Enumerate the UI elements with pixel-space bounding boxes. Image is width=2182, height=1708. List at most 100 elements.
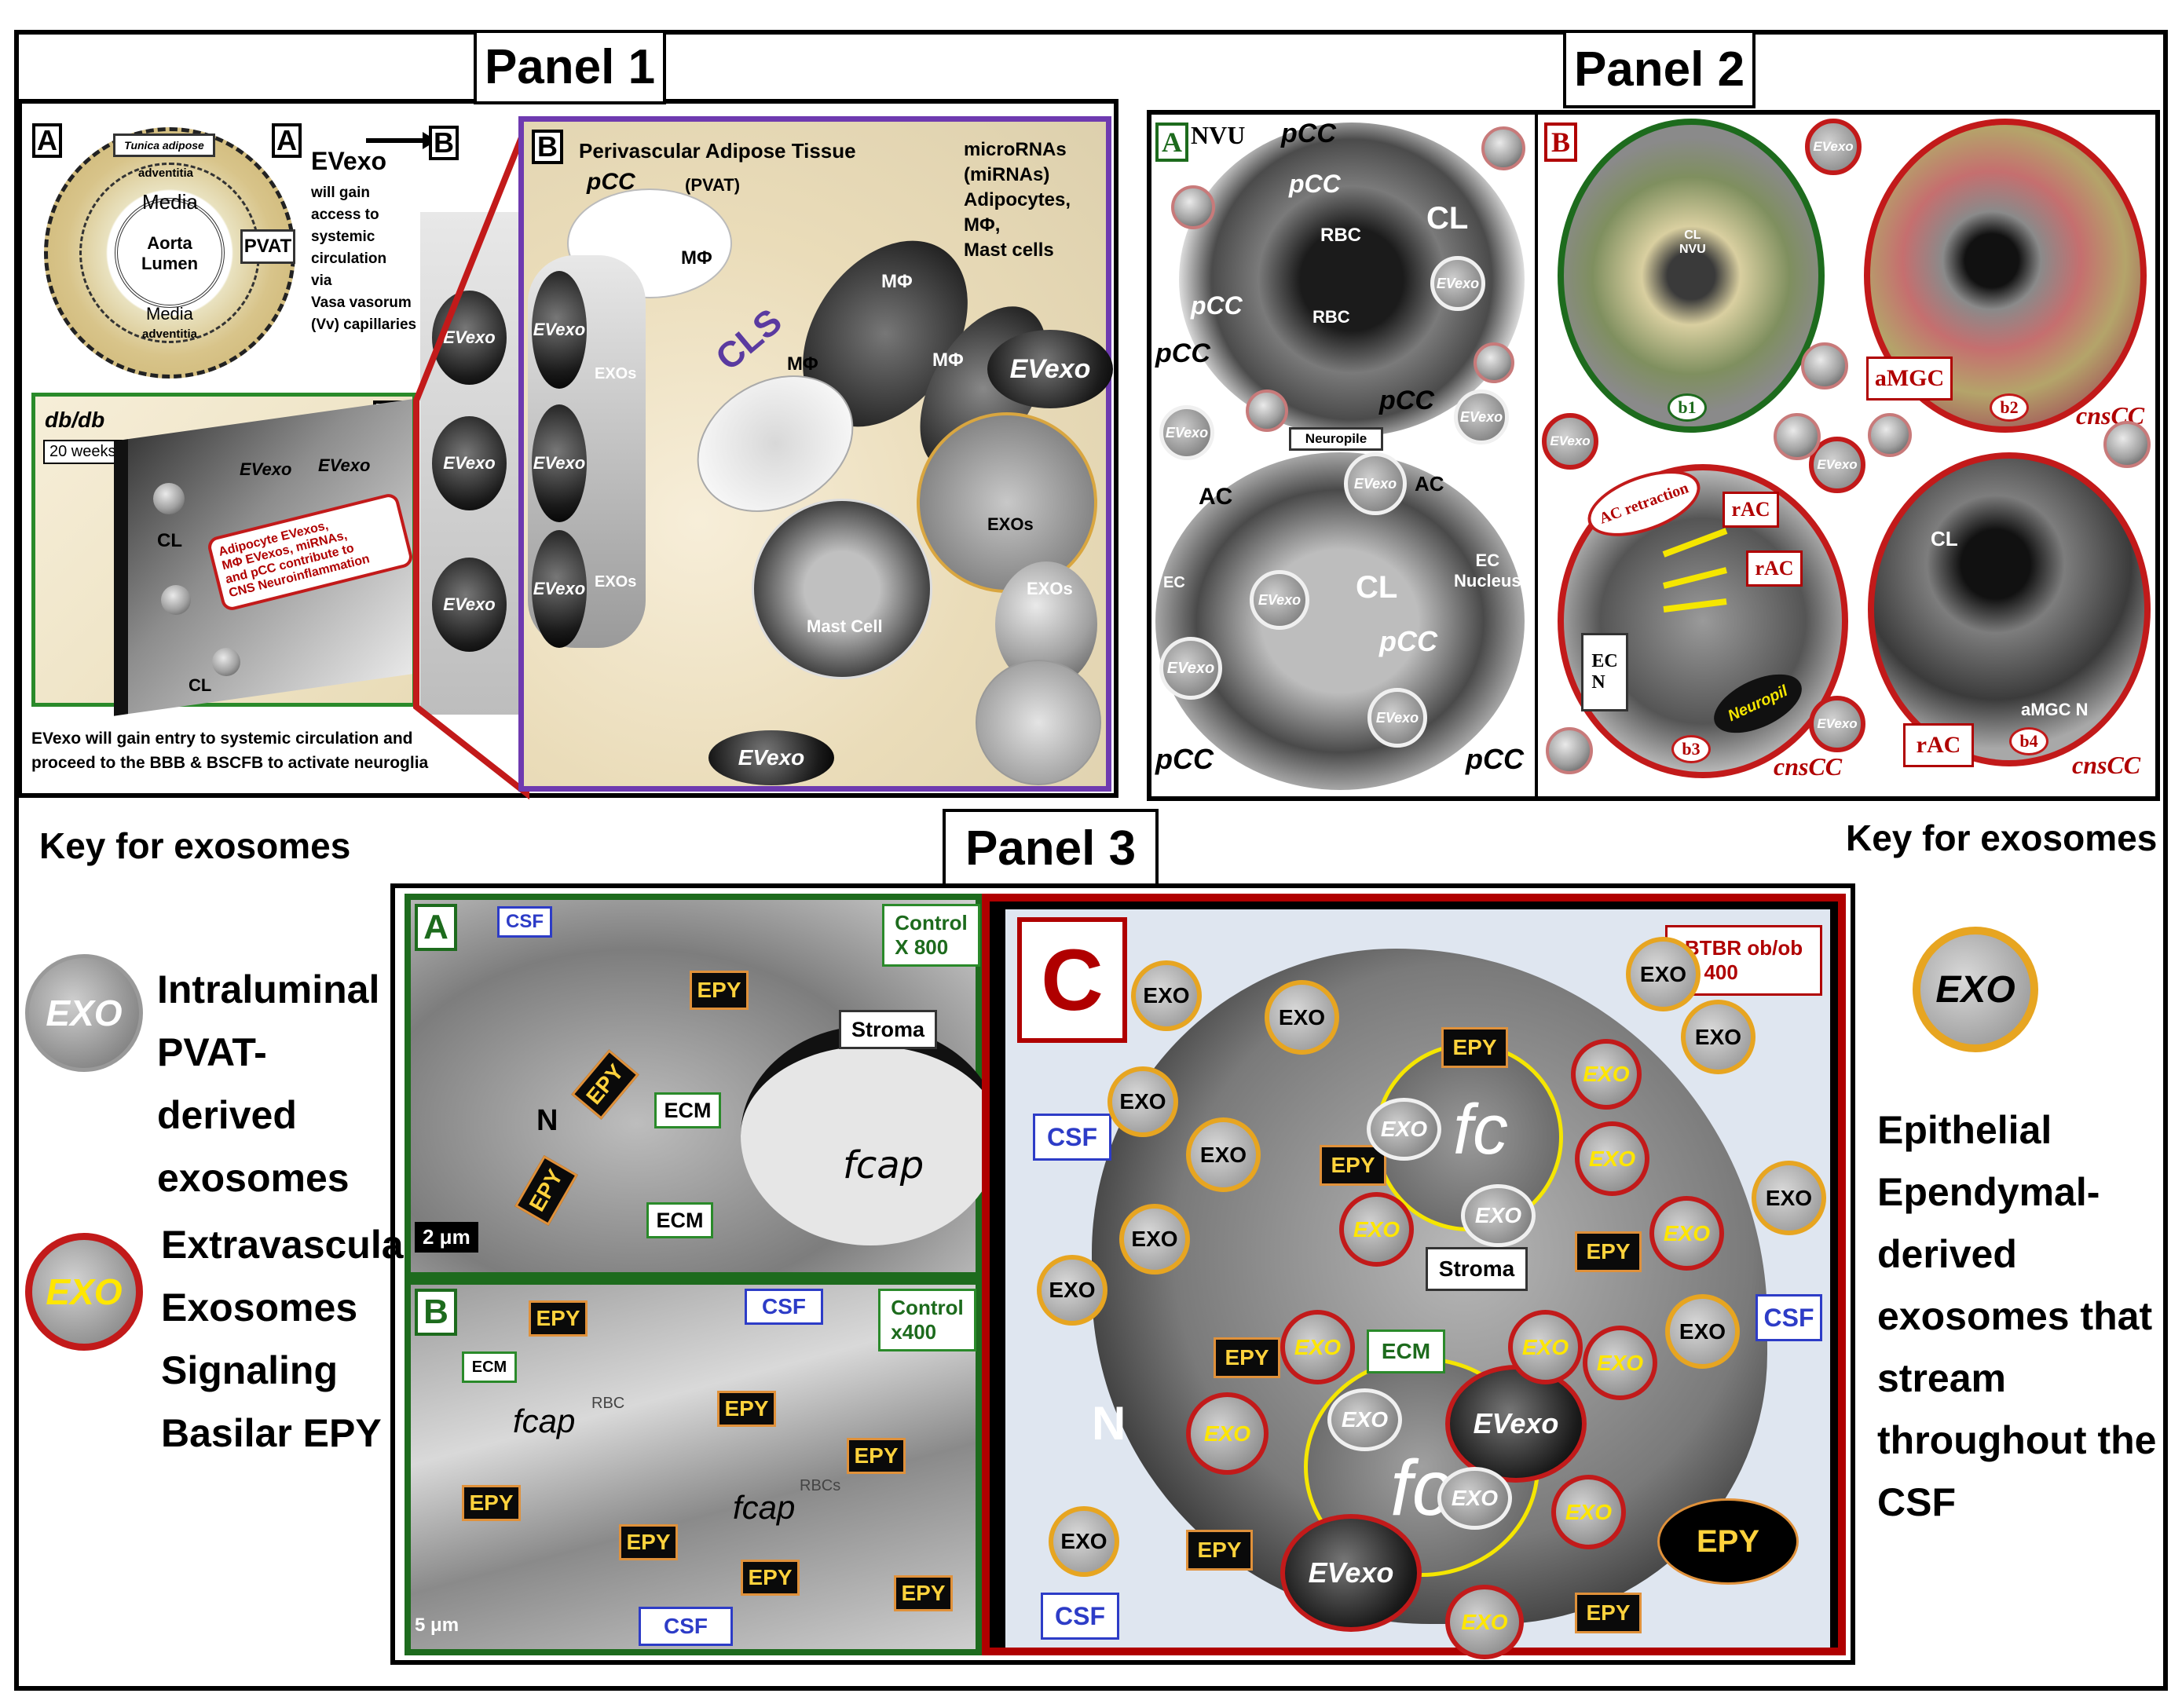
- b-csf-top: CSF: [745, 1289, 823, 1325]
- panel2-B-letter: B: [1544, 123, 1577, 162]
- c-exo-white-4: EXO: [1437, 1467, 1512, 1530]
- b3-circle: [1558, 464, 1848, 778]
- a-cl2: CL: [1356, 570, 1398, 605]
- cls-label: CLS: [708, 300, 789, 379]
- b1-cl-nvu: CL NVU: [1679, 229, 1706, 256]
- c-exo-gold-5: EXO: [1626, 937, 1701, 1011]
- a-exo-ball-2: [1481, 126, 1525, 170]
- a-ac2: AC: [1415, 472, 1444, 496]
- a-pcc-mid: pCC: [1379, 386, 1434, 415]
- a-rbc1: RBC: [1320, 225, 1361, 246]
- b-mo1: MΦ: [681, 247, 712, 269]
- b2-amgc: aMGC: [1866, 357, 1953, 400]
- c-epy-5: EPY: [1186, 1530, 1253, 1571]
- c-exo-red-1: EXO: [1571, 1039, 1642, 1110]
- panel1-title: Panel 1: [474, 30, 666, 104]
- key-exo-gold: EXO: [1913, 927, 2038, 1052]
- evexo-strip: EVexo EVexo EVexo: [420, 212, 518, 715]
- c-exo-red-7: EXO: [1583, 1326, 1657, 1400]
- c-csf-1: CSF: [1033, 1114, 1111, 1161]
- panel2-A-region: A NVU pCC pCC CL RBC RBC pCC pCC pCC EVe…: [1151, 115, 1532, 796]
- b-fcap-1: fcap: [513, 1403, 576, 1439]
- b-evexo-1: EVexo: [1805, 119, 1862, 175]
- c-evexo2: EVexo: [318, 455, 371, 475]
- b3-label: b3: [1671, 735, 1711, 763]
- arrow-B-letter: B: [429, 126, 459, 160]
- b-col-evexo-2: EVexo: [532, 404, 587, 522]
- panel1-A-letter: A: [32, 123, 62, 158]
- b3-ec-n: EC N: [1581, 633, 1628, 711]
- c-exo-gold-11: EXO: [1049, 1506, 1119, 1577]
- b-epy-6: EPY: [741, 1560, 800, 1596]
- a-rbc2: RBC: [1312, 307, 1350, 327]
- a-evexo-2: EVexo: [1159, 405, 1214, 460]
- c-n: N: [1092, 1397, 1126, 1450]
- a-exo-ball-1: [1171, 185, 1215, 229]
- access-text: will gain access to systemic circulation…: [311, 185, 417, 333]
- key-left-title: Key for exosomes: [39, 825, 351, 866]
- b-epy-4: EPY: [462, 1485, 521, 1521]
- b-epy-7: EPY: [894, 1575, 953, 1611]
- adventitia-label: adventitia: [138, 166, 194, 180]
- zoom-lines: [413, 124, 529, 800]
- b-evexo-3: EVexo: [1809, 437, 1865, 493]
- panel3-frame: [390, 883, 1855, 1665]
- a-evexo-7: EVexo: [1367, 688, 1427, 748]
- c-exo-gold-10: EXO: [1665, 1294, 1740, 1369]
- neuropile-label: Neuropile: [1289, 427, 1383, 451]
- key1-text: Intraluminal PVAT-derived exosomes: [157, 967, 380, 1200]
- nvu-label: NVU: [1191, 121, 1246, 149]
- a-evexo-5: EVexo: [1250, 570, 1309, 630]
- a-ec-small: EC: [1163, 574, 1185, 591]
- b-fcap-2: fcap: [733, 1489, 796, 1526]
- b-epy-3: EPY: [847, 1438, 906, 1474]
- panel3-B-region: B CSF Control x400 EPY ECM EPY EPY EPY E…: [405, 1278, 982, 1655]
- weeks-label: 20 weeks: [43, 440, 123, 464]
- panel3-C-region: fc fc C BTBR ob/ob X 400 CSF CSF CSF EPY…: [982, 894, 1846, 1659]
- b-epy-2: EPY: [717, 1391, 776, 1427]
- strip-evexo-2: EVexo: [432, 416, 507, 510]
- b-exo-ball-5: [1546, 727, 1593, 774]
- fcap-lumen: [741, 1026, 1000, 1245]
- c-exo-gold-2: EXO: [1265, 980, 1339, 1055]
- pvat-title: Perivascular Adipose Tissue: [579, 139, 856, 163]
- a-pcc-low: pCC: [1379, 625, 1437, 657]
- b-col-evexo-3: EVexo: [532, 530, 587, 648]
- a-csf: CSF: [497, 906, 552, 938]
- key-right-title: Key for exosomes: [1846, 817, 2158, 858]
- panel2-B-region: B CL NVU b1 aMGC b2 cnsCC AC retraction …: [1535, 115, 2155, 796]
- a-evexo-6: EVexo: [1159, 637, 1222, 700]
- c-cl2: CL: [189, 675, 212, 695]
- panel1-B-letter: B: [532, 130, 563, 164]
- panel3-A-letter: A: [415, 904, 457, 951]
- a-pcc-top: pCC: [1281, 119, 1336, 148]
- rac-1: rAC: [1723, 492, 1779, 528]
- c-exo-white-2: EXO: [1461, 1184, 1536, 1247]
- b-csf-bottom: CSF: [639, 1607, 733, 1646]
- strip-evexo-3: EVexo: [432, 558, 507, 652]
- b4-amgcn: aMGC N: [2021, 700, 2089, 719]
- mast-cell: [752, 499, 932, 679]
- key-exo-red: EXO: [25, 1233, 143, 1351]
- c-epy-4: EPY: [1214, 1337, 1280, 1378]
- a-pcc-inner: pCC: [1289, 170, 1341, 198]
- a-pcc-bl: pCC: [1155, 743, 1214, 775]
- c-fc-1: fc: [1453, 1091, 1509, 1169]
- a-exo-ball-4: [1246, 390, 1288, 432]
- c-evexo-1: EVexo: [1445, 1365, 1587, 1483]
- c-epy-1: EPY: [1441, 1027, 1508, 1068]
- mirna-text: microRNAs (miRNAs) Adipocytes, MΦ, Mast …: [964, 139, 1071, 261]
- c-exo-red-8: EXO: [1186, 1392, 1269, 1475]
- b1-circle: [1558, 119, 1825, 433]
- b-evexo-4: EVexo: [1809, 696, 1865, 752]
- a-epy-1: EPY: [690, 971, 749, 1010]
- a-evexo-3: EVexo: [1454, 390, 1509, 444]
- c-exo-gold-1: EXO: [1131, 960, 1202, 1031]
- b4-circle: [1868, 452, 2151, 766]
- key-exo-white: EXO: [25, 954, 143, 1072]
- panel3-C-letter: C: [1017, 917, 1127, 1043]
- b4-cl: CL: [1931, 527, 1958, 550]
- c-epy-big: EPY: [1657, 1498, 1799, 1585]
- b1-label: b1: [1668, 393, 1707, 422]
- lumen-ring: [115, 198, 225, 308]
